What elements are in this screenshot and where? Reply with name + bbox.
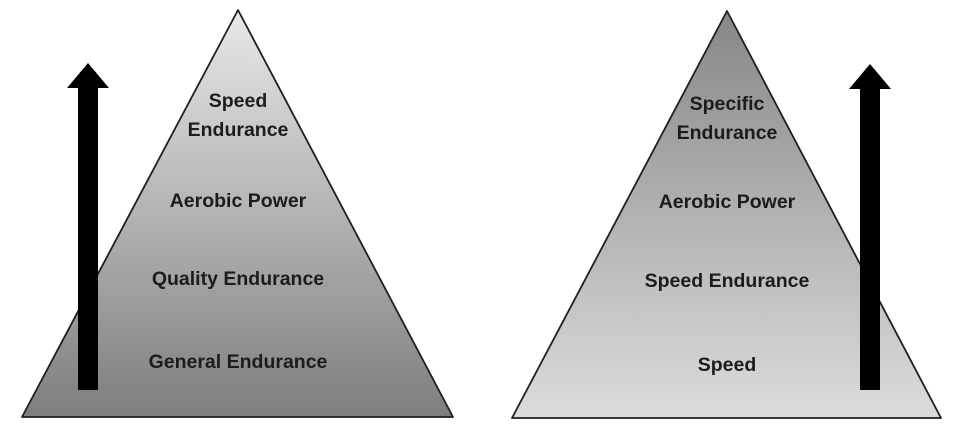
left-tier-1-label-line-1: Speed <box>209 90 268 112</box>
right-tier-1-label-line-2: Endurance <box>677 122 778 144</box>
left-pyramid <box>21 9 454 418</box>
left-tier-4-label: General Endurance <box>149 351 328 373</box>
right-up-arrow-icon <box>849 64 891 390</box>
right-pyramid <box>511 10 942 419</box>
right-tier-1-label-line-1: Specific <box>690 93 765 115</box>
right-tier-3-label: Speed Endurance <box>645 270 810 292</box>
left-tier-1-label-line-2: Endurance <box>188 119 289 141</box>
right-tier-2-label: Aerobic Power <box>659 191 796 213</box>
left-tier-3-label: Quality Endurance <box>152 268 324 290</box>
right-tier-4-label: Speed <box>698 354 757 376</box>
left-tier-2-label: Aerobic Power <box>170 190 307 212</box>
left-up-arrow-icon <box>67 63 109 390</box>
